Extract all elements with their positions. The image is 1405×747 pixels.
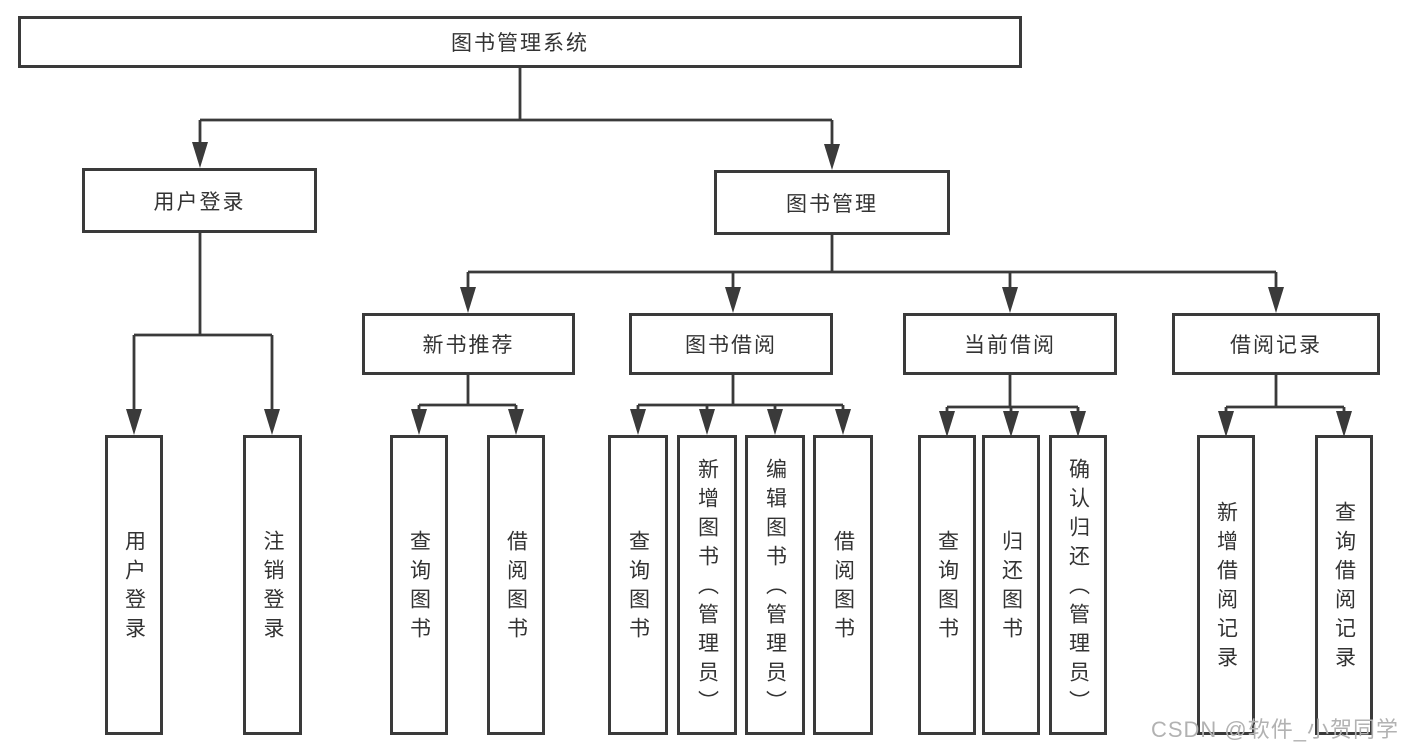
leaf-borrow-books: 借阅图书 <box>813 435 873 735</box>
leaf-add-book-admin: 新增图书（管理员） <box>677 435 737 735</box>
connector-root <box>192 68 840 170</box>
node-current-borrow: 当前借阅 <box>903 313 1117 375</box>
leaf-borrow-books-recommend: 借阅图书 <box>487 435 545 735</box>
leaf-query-books-current: 查询图书 <box>918 435 976 735</box>
leaf-user-login: 用户登录 <box>105 435 163 735</box>
csdn-watermark: CSDN @软件_小贺同学 <box>1150 717 1399 742</box>
connector-borrow-records <box>1218 375 1352 437</box>
node-new-book-recommend: 新书推荐 <box>362 313 575 375</box>
node-library-management-system: 图书管理系统 <box>18 16 1022 68</box>
connector-book-management <box>460 235 1284 313</box>
leaf-edit-book-admin: 编辑图书（管理员） <box>745 435 805 735</box>
leaf-add-borrow-record: 新增借阅记录 <box>1197 435 1255 735</box>
leaf-confirm-return-admin: 确认归还（管理员） <box>1049 435 1107 735</box>
connector-user-login <box>126 233 280 435</box>
leaf-query-books-recommend: 查询图书 <box>390 435 448 735</box>
leaf-logout: 注销登录 <box>243 435 302 735</box>
node-book-management: 图书管理 <box>714 170 950 235</box>
node-borrow-records: 借阅记录 <box>1172 313 1380 375</box>
connector-book-borrow <box>630 375 851 435</box>
connector-current-borrow <box>939 375 1086 437</box>
leaf-query-books-borrow: 查询图书 <box>608 435 668 735</box>
leaf-return-book: 归还图书 <box>982 435 1040 735</box>
node-book-borrow: 图书借阅 <box>629 313 833 375</box>
leaf-query-borrow-record: 查询借阅记录 <box>1315 435 1373 735</box>
node-user-login: 用户登录 <box>82 168 317 233</box>
connector-new-book-recommend <box>411 375 524 435</box>
